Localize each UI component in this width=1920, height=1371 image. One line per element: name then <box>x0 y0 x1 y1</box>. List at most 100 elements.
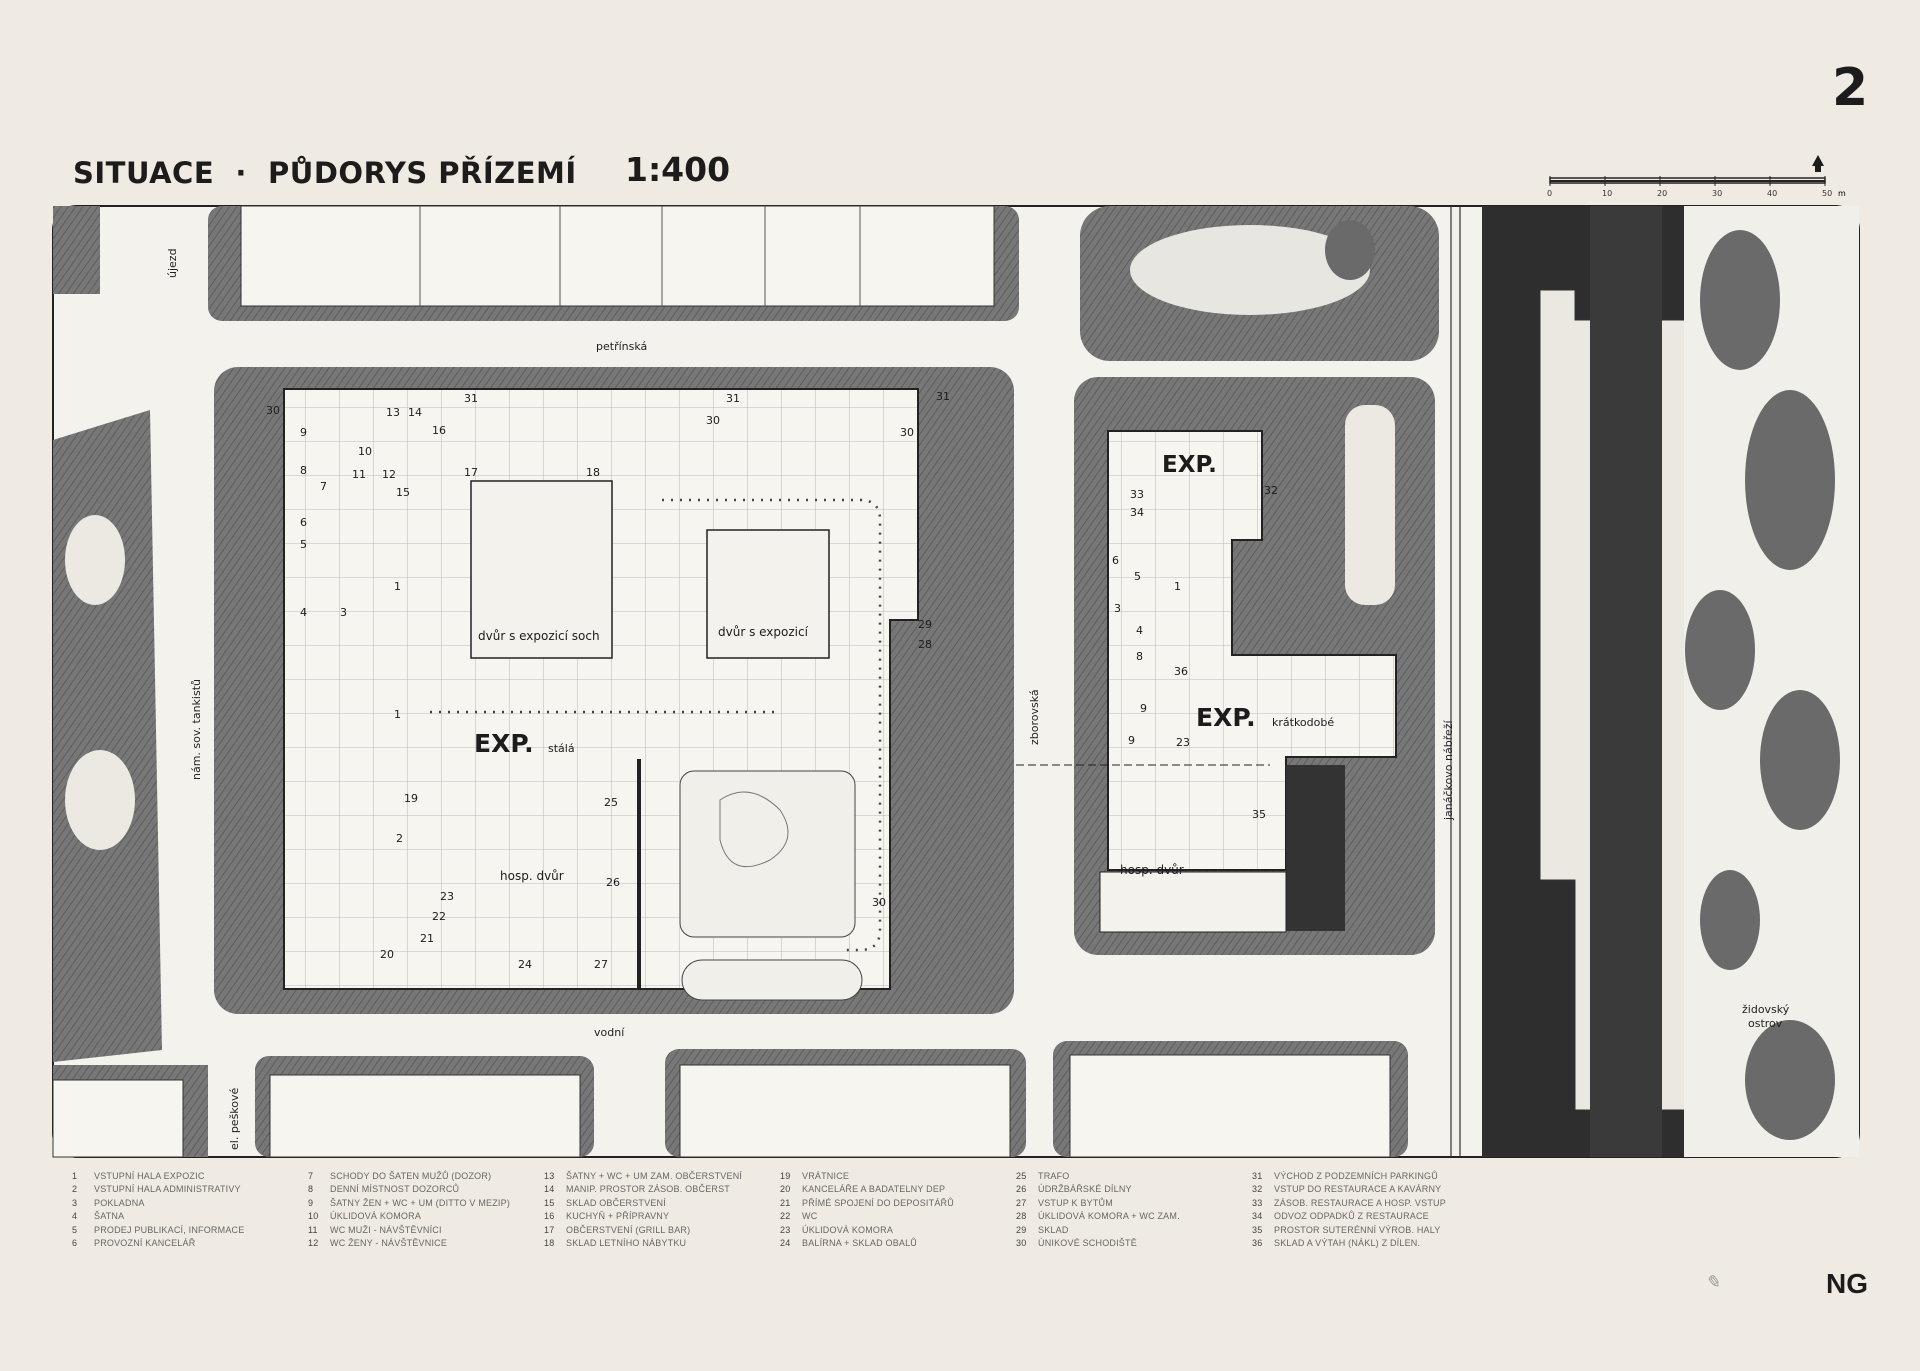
room-number: 31 <box>726 392 740 405</box>
room-number: 31 <box>464 392 478 405</box>
scale-tick-label: 20 <box>1657 189 1667 198</box>
legend-number: 36 <box>1252 1237 1263 1248</box>
legend-item: 28úklidová komora + wc zam. <box>1016 1211 1252 1224</box>
legend-item: 30únikové schodiště <box>1016 1238 1252 1251</box>
street-zborovska: zborovská <box>1028 689 1041 745</box>
legend-text: vrátnice <box>802 1171 850 1181</box>
legend-text: sklad <box>1038 1224 1069 1235</box>
legend-number: 4 <box>72 1211 78 1222</box>
island-trees <box>1325 220 1840 1140</box>
label-court-sculpture: dvůr s expozicí soch <box>478 629 600 643</box>
room-number: 35 <box>1252 808 1266 821</box>
legend-number: 19 <box>780 1171 791 1181</box>
room-number: 28 <box>918 638 932 651</box>
legend-item: 15sklad občerstvení <box>544 1198 780 1211</box>
court-sculpture <box>470 480 613 659</box>
legend-number: 14 <box>544 1184 555 1195</box>
court-exhibit <box>706 529 830 659</box>
legend-text: wc ženy - návštěvnice <box>330 1237 448 1248</box>
legend-number: 8 <box>308 1184 314 1195</box>
legend-item: 1vstupní hala expozic <box>72 1171 308 1184</box>
legend-item: 31východ z podzemních parkingů <box>1252 1171 1488 1184</box>
room-number: 16 <box>432 424 446 437</box>
room-number: 2 <box>396 832 403 845</box>
tree <box>1760 690 1840 830</box>
legend-item: 27vstup k bytům <box>1016 1198 1252 1211</box>
label-zidovsky-ostrov: židovský <box>1742 1003 1790 1016</box>
legend-number: 5 <box>72 1224 78 1235</box>
room-number: 32 <box>1264 484 1278 497</box>
legend-number: 12 <box>308 1237 319 1248</box>
legend-item: 22wc <box>780 1211 1016 1224</box>
legend-text: vstup do restaurace a kavárny <box>1274 1184 1442 1195</box>
legend-number: 16 <box>544 1211 555 1222</box>
legend-number: 11 <box>308 1224 318 1235</box>
legend-text: východ z podzemních parkingů <box>1274 1171 1438 1181</box>
room-number: 8 <box>1136 650 1143 663</box>
legend-column: 7schody do šaten mužů (dozor)8denní míst… <box>308 1171 544 1251</box>
tree <box>1700 870 1760 970</box>
street-vodni: vodní <box>594 1026 625 1039</box>
room-number: 30 <box>872 896 886 909</box>
legend-text: denní místnost dozorců <box>330 1184 460 1195</box>
legend-number: 6 <box>72 1237 78 1248</box>
legend-item: 12 wc ženy - návštěvnice <box>308 1238 544 1251</box>
label-exp-right-top: EXP. <box>1162 452 1217 478</box>
legend-item: 3pokladna <box>72 1198 308 1211</box>
street-el-peskove: el. peškové <box>228 1087 241 1150</box>
legend-text: prodej publikací, informace <box>94 1224 245 1235</box>
legend-number: 3 <box>72 1197 78 1208</box>
room-number: 3 <box>1114 602 1121 615</box>
room-number: 15 <box>396 486 410 499</box>
legend-item: 21přímé spojení do depositářů <box>780 1198 1016 1211</box>
room-number: 13 <box>386 406 400 419</box>
legend-number: 13 <box>544 1171 555 1181</box>
legend-column: 13šatny + wc + um zam. občerstvení14mani… <box>544 1171 780 1251</box>
room-number: 30 <box>266 404 280 417</box>
room-number: 33 <box>1130 488 1144 501</box>
legend-number: 34 <box>1252 1211 1263 1222</box>
legend-text: sklad občerstvení <box>566 1197 666 1208</box>
legend-number: 26 <box>1016 1184 1027 1195</box>
room-number: 30 <box>706 414 720 427</box>
room-number: 27 <box>594 958 608 971</box>
legend-number: 33 <box>1252 1197 1263 1208</box>
legend-text: šatna <box>94 1211 125 1222</box>
room-number: 8 <box>300 464 307 477</box>
label-exp-main-sub: stálá <box>548 742 575 755</box>
room-number: 6 <box>1112 554 1119 567</box>
legend-text: úklidová komora <box>330 1211 422 1222</box>
room-number: 34 <box>1130 506 1144 519</box>
room-number: 3 <box>340 606 347 619</box>
legend-text: wc muži - návštěvníci <box>330 1224 442 1235</box>
room-number: 29 <box>918 618 932 631</box>
legend-number: 9 <box>308 1197 314 1208</box>
legend-text: úklidová komora <box>802 1224 894 1235</box>
legend-item: 8 denní místnost dozorců <box>308 1184 544 1197</box>
legend-number: 23 <box>780 1224 791 1235</box>
legend-item: 14manip. prostor zásob. občerst <box>544 1184 780 1197</box>
legend-text: údržbářské dílny <box>1038 1184 1132 1195</box>
legend-item: 4 šatna <box>72 1211 308 1224</box>
drawing-scale: 1:400 <box>625 150 731 189</box>
room-number: 20 <box>380 948 394 961</box>
label-exp-right-sub: krátkodobé <box>1272 716 1334 729</box>
label-zidovsky-ostrov-2: ostrov <box>1748 1017 1783 1030</box>
room-number: 14 <box>408 406 422 419</box>
legend-item: 5 prodej publikací, informace <box>72 1225 308 1238</box>
legend-item: 11 wc muži - návštěvníci <box>308 1225 544 1238</box>
legend-text: úklidová komora + wc zam. <box>1038 1211 1180 1222</box>
label-hosp-dvur-right: hosp. dvůr <box>1120 863 1184 877</box>
label-exp-right: EXP. <box>1196 703 1256 732</box>
legend-item: 24balírna + sklad obalů <box>780 1238 1016 1251</box>
legend-text: sklad a výtah (nákl) z dílen. <box>1274 1237 1421 1248</box>
drawing-title: SITUACE · PŮDORYS PŘÍZEMÍ <box>73 156 577 190</box>
legend-column: 1vstupní hala expozic2vstupní hala admin… <box>72 1171 308 1251</box>
room-number: 6 <box>300 516 307 529</box>
legend-number: 18 <box>544 1237 555 1248</box>
north-arrow-icon <box>1812 155 1824 172</box>
room-number: 9 <box>1140 702 1147 715</box>
lower-garden <box>679 770 856 938</box>
label-hosp-dvur-left: hosp. dvůr <box>500 869 564 883</box>
